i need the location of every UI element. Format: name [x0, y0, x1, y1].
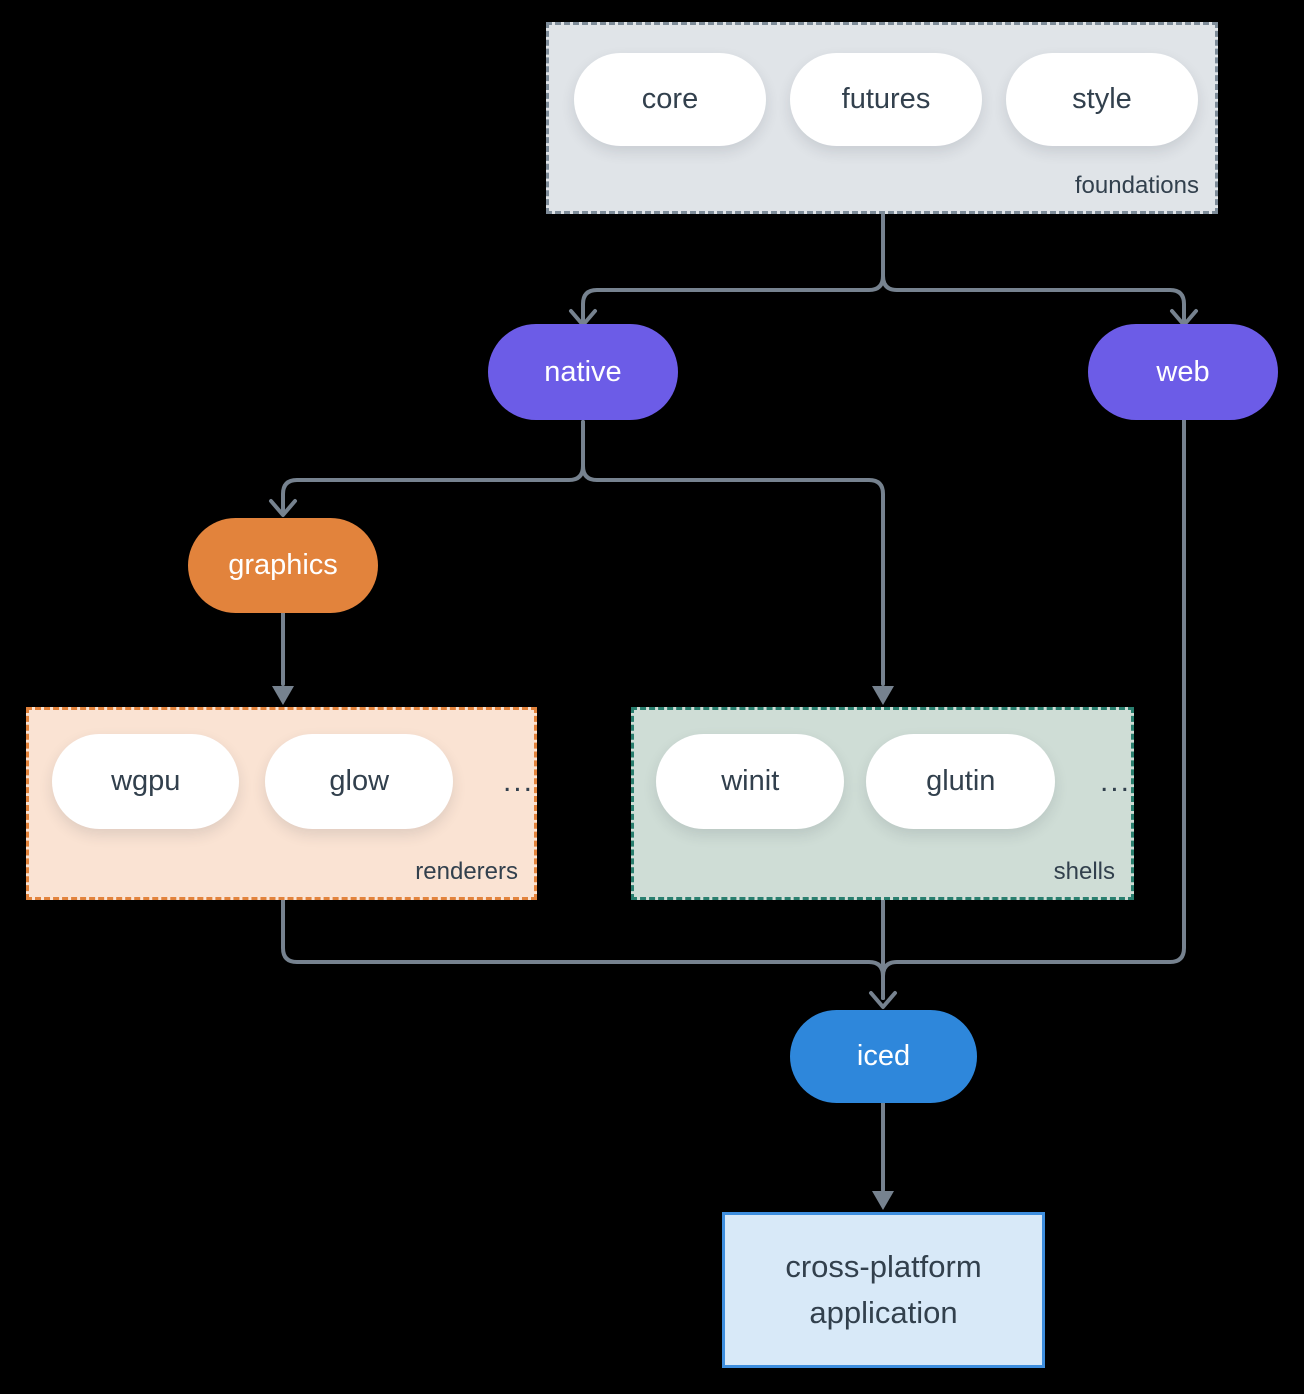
pill-style: style [1006, 53, 1198, 146]
edge-native-shells [581, 420, 885, 686]
renderers-more-indicator: ... [502, 764, 534, 798]
arrowhead-renderers [272, 686, 294, 705]
pill-futures: futures [790, 53, 982, 146]
foundations-label: foundations [1074, 172, 1199, 199]
application-label-line1: cross-platform [785, 1249, 982, 1284]
foundations-group-box: core futures style foundations [546, 22, 1218, 214]
pill-core-label: core [641, 83, 699, 115]
arrowhead-shells [872, 686, 894, 705]
node-graphics: graphics [188, 518, 378, 613]
node-web: web [1088, 324, 1278, 420]
application-box: cross-platform application [722, 1212, 1045, 1368]
node-native-label: native [544, 355, 622, 388]
node-web-label: web [1156, 355, 1210, 388]
edge-native-graphics [281, 420, 585, 514]
pill-glow: glow [265, 734, 453, 829]
pill-winit-label: winit [721, 765, 780, 797]
foundations-pill-row: core futures style [549, 25, 1215, 146]
pill-glutin: glutin [866, 734, 1055, 829]
pill-winit: winit [656, 734, 845, 829]
pill-wgpu: wgpu [52, 734, 240, 829]
pill-futures-label: futures [841, 83, 931, 115]
shells-pill-row: winit glutin ... [634, 710, 1131, 829]
shells-group-box: winit glutin ... shells [631, 707, 1134, 900]
renderers-pill-row: wgpu glow ... [29, 710, 534, 829]
arrowhead-graphics [269, 499, 297, 517]
shells-label: shells [1053, 858, 1115, 885]
node-graphics-label: graphics [228, 549, 338, 581]
pill-glow-label: glow [329, 765, 390, 797]
node-iced: iced [790, 1010, 977, 1103]
renderers-group-box: wgpu glow ... renderers [26, 707, 537, 900]
arrowhead-iced [869, 991, 897, 1009]
pill-wgpu-label: wgpu [111, 765, 181, 797]
edge-foundations-web [881, 213, 1186, 324]
node-iced-label: iced [856, 1040, 911, 1072]
arrowhead-application [872, 1191, 894, 1210]
pill-style-label: style [1072, 83, 1132, 115]
application-label-line2: application [809, 1295, 958, 1330]
renderers-label: renderers [415, 858, 518, 885]
shells-more-indicator: ... [1099, 764, 1131, 798]
edge-foundations-native [581, 213, 885, 324]
node-native: native [488, 324, 678, 420]
edge-renderers-iced [281, 898, 885, 1000]
pill-core: core [574, 53, 766, 146]
pill-glutin-label: glutin [926, 765, 996, 797]
